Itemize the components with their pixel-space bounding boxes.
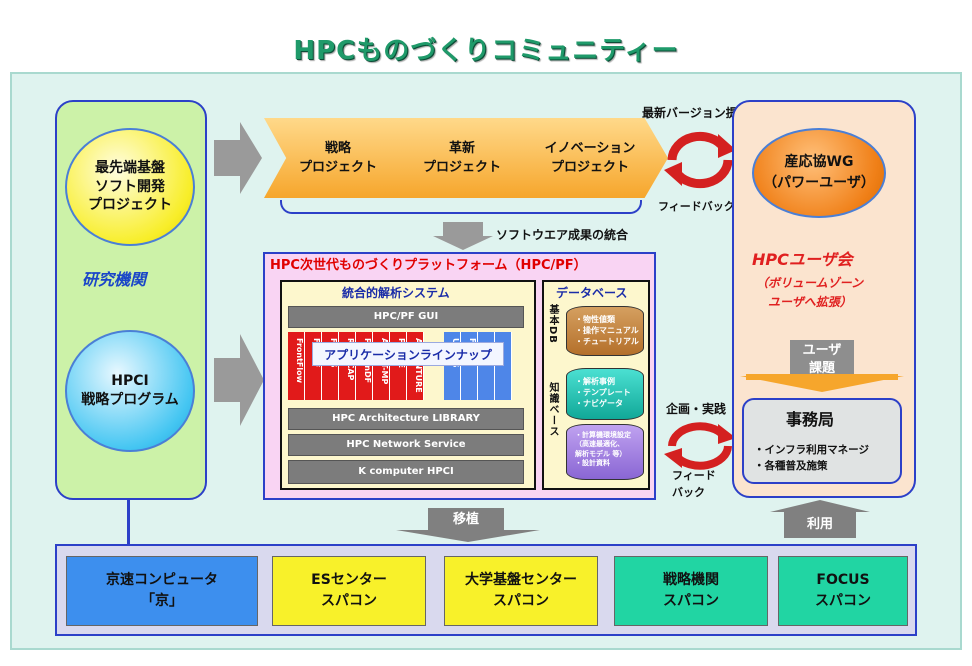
hpci-strategic-program-label: HPCI 戦略プログラム (81, 373, 179, 408)
arrow-right-icon (240, 334, 264, 426)
hpci-strategic-program-circle: HPCI 戦略プログラム (65, 330, 195, 452)
latest-version-label: 最新バージョン提供 (642, 106, 750, 120)
advanced-software-project-label: 最先端基盤 ソフト開発 プロジェクト (88, 159, 172, 214)
user-issue-label: ユーザ 課題 (790, 340, 854, 380)
use-label: 利用 (784, 512, 856, 538)
strategic-project-label: 戦略 プロジェクト (298, 140, 377, 176)
architecture-library-bar: HPC Architecture LIBRARY (288, 408, 524, 430)
strategic-institution-box: 戦略機関 スパコン (614, 556, 768, 626)
basic-db-cylinder: ・物性値類 ・操作マニュアル ・チュートリアル (566, 306, 644, 356)
arrow-right-icon (240, 122, 262, 194)
arrow-body-1 (214, 140, 240, 176)
projects-bracket (280, 200, 642, 214)
cycle-arrows-icon (664, 422, 736, 470)
es-center-box: ESセンター スパコン (272, 556, 426, 626)
application-lineup-label: アプリケーションラインナップ (312, 342, 504, 366)
focus-box: FOCUS スパコン (778, 556, 908, 626)
arrow-down-icon (433, 236, 493, 250)
hpc-users-sub: （ボリュームゾーン ユーザへ拡張） (756, 276, 864, 310)
strategic-institution-label: 戦略機関 スパコン (663, 572, 719, 609)
secretariat-title: 事務局 (786, 410, 835, 429)
arrow-down-icon (396, 530, 540, 542)
platform-title: HPC次世代ものづくりプラットフォーム（HPC/PF） (270, 258, 587, 273)
issue-arrow-band (746, 374, 898, 380)
design-db-cylinder: ・計算機環境設定 （高速最適化、 解析モデル 等） ・設計資料 (566, 424, 644, 480)
k-computer-bar: K computer HPCI (288, 460, 524, 484)
industry-wg-label: 産応協WG （パワーユーザ） (763, 154, 875, 191)
port-label: 移植 (428, 508, 504, 532)
left-connector-line (127, 500, 130, 546)
integration-label: ソフトウエア成果の統合 (496, 228, 629, 242)
page-title: HPCものづくりコミュニティー (293, 36, 679, 66)
integrated-system-title: 統合的解析システム (342, 286, 450, 300)
arrow-up-icon (770, 500, 870, 512)
feedback-mid-label: フィード バック (672, 469, 716, 499)
advanced-software-project-circle: 最先端基盤 ソフト開発 プロジェクト (65, 128, 195, 246)
basic-db-label: 基本DB (547, 304, 558, 344)
secretariat-panel (742, 398, 902, 484)
network-service-bar: HPC Network Service (288, 434, 524, 456)
k-computer-label: 京速コンピュータ 「京」 (106, 572, 218, 609)
innovative-project-label: 革新 プロジェクト (422, 140, 501, 176)
hpc-users-title: HPCユーザ会 (752, 250, 853, 269)
university-center-label: 大学基盤センター スパコン (465, 572, 577, 609)
es-center-label: ESセンター スパコン (311, 572, 387, 609)
university-center-box: 大学基盤センター スパコン (444, 556, 598, 626)
planning-label: 企画・実践 (666, 402, 727, 416)
industry-wg-circle: 産応協WG （パワーユーザ） (752, 128, 886, 218)
k-computer-box: 京速コンピュータ 「京」 (66, 556, 258, 626)
innovation-project-label: イノベーション プロジェクト (544, 140, 636, 176)
strategic-project-chevron: 戦略 プロジェクト (264, 118, 412, 198)
innovative-project-chevron: 革新 プロジェクト (388, 118, 536, 198)
focus-label: FOCUS スパコン (815, 572, 871, 609)
integration-arrow-body (443, 222, 483, 236)
feedback-top-label: フィードバック (658, 200, 735, 213)
database-title: データベース (556, 286, 628, 300)
cycle-arrows-icon (664, 131, 736, 189)
arrow-body-2 (214, 358, 240, 402)
secretariat-items: ・インフラ利用マネージ ・各種普及施策 (754, 444, 869, 473)
knowledge-base-label: 知識ベース (547, 382, 558, 437)
research-institutions-label: 研究機関 (82, 270, 147, 289)
app-bar-red: FrontFlow (288, 332, 305, 400)
knowledge-base-cylinder: ・解析事例 ・テンプレート ・ナビゲータ (566, 368, 644, 420)
gui-bar: HPC/PF GUI (288, 306, 524, 328)
innovation-project-chevron: イノベーション プロジェクト (512, 118, 668, 198)
arrow-down-icon (740, 376, 904, 392)
